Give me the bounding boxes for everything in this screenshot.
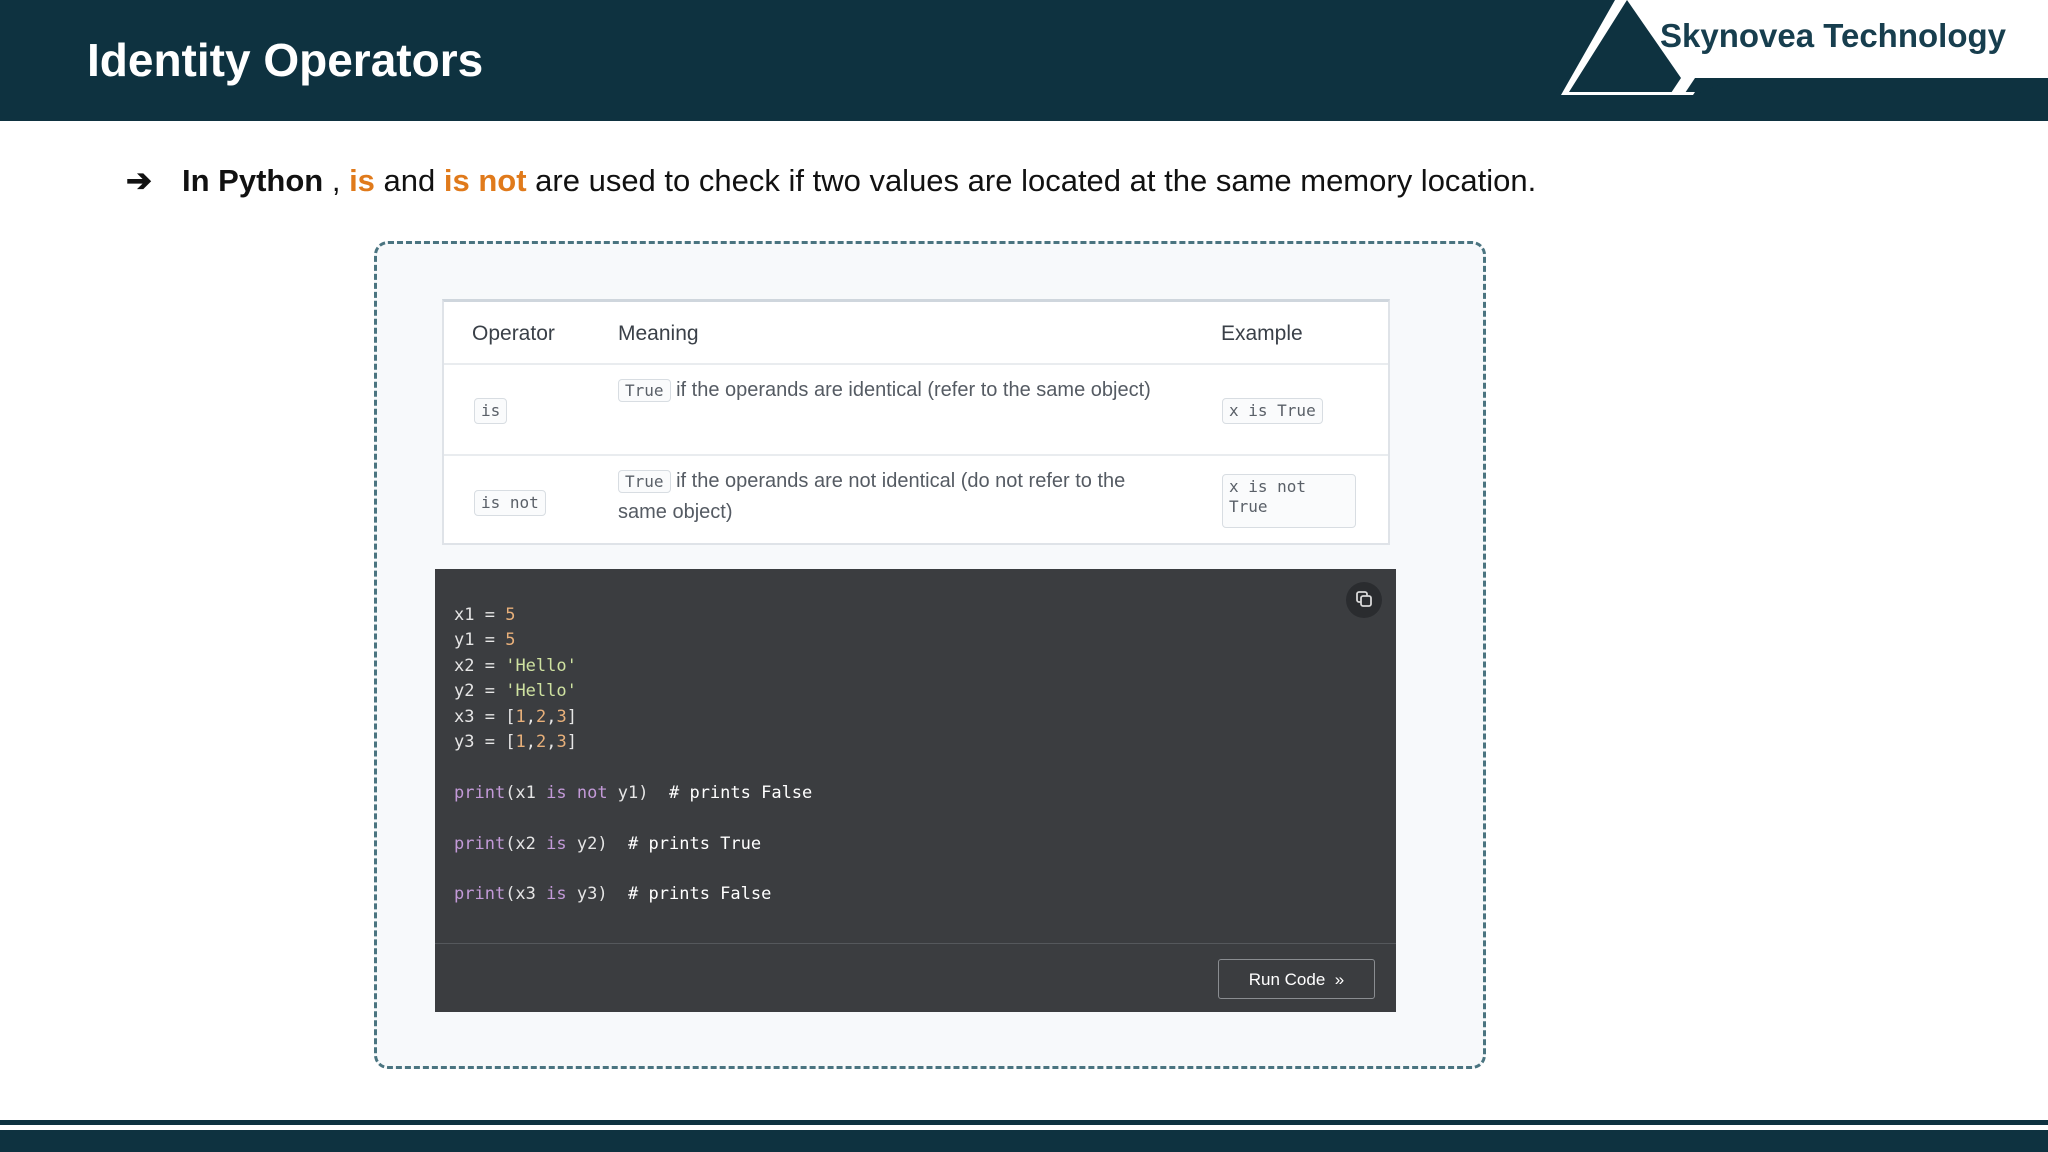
run-code-button[interactable]: Run Code » bbox=[1218, 959, 1375, 999]
code-line: x3 = [1,2,3] bbox=[454, 706, 577, 727]
keyword-is-not: is not bbox=[443, 163, 527, 198]
code-line: y1 = 5 bbox=[454, 630, 516, 651]
example-line: True bbox=[1229, 497, 1268, 516]
example-chip: x is not True bbox=[1222, 474, 1356, 528]
meaning-cell: True if the operands are not identical (… bbox=[618, 466, 1178, 528]
arrow-right-icon: ➔ bbox=[126, 163, 152, 198]
code-line: print(x3 is y3) # prints False bbox=[454, 884, 772, 905]
code-lines: x1 = 5 y1 = 5 x2 = 'Hello' y2 = 'Hello' … bbox=[454, 603, 812, 908]
header-meaning: Meaning bbox=[618, 322, 699, 345]
operator-chip: is bbox=[474, 398, 508, 424]
bullet-rest: are used to check if two values are loca… bbox=[526, 163, 1537, 198]
copy-code-button[interactable] bbox=[1346, 582, 1382, 618]
keyword-is: is bbox=[349, 163, 375, 198]
operator-chip: is not bbox=[474, 490, 546, 516]
intro-bullet: ➔ In Python , is and is not are used to c… bbox=[126, 158, 1536, 204]
meaning-cell: True if the operands are identical (refe… bbox=[618, 375, 1178, 406]
double-chevron-right-icon: » bbox=[1334, 969, 1345, 989]
code-line: y2 = 'Hello' bbox=[454, 681, 577, 702]
meaning-text: if the operands are not identical (do no… bbox=[618, 470, 1126, 523]
bullet-mid: and bbox=[374, 163, 444, 198]
bullet-sep: , bbox=[323, 163, 350, 198]
slide-title: Identity Operators bbox=[87, 34, 484, 86]
row-divider bbox=[444, 363, 1388, 365]
code-line: y3 = [1,2,3] bbox=[454, 732, 577, 753]
copy-icon bbox=[1356, 591, 1372, 607]
code-line: x1 = 5 bbox=[454, 605, 516, 625]
row-divider bbox=[444, 454, 1388, 456]
bullet-lead: In Python bbox=[182, 163, 324, 198]
meaning-text: if the operands are identical (refer to … bbox=[670, 379, 1151, 401]
run-code-label: Run Code bbox=[1248, 969, 1326, 989]
logo-banner-shape bbox=[1555, 0, 2048, 95]
meaning-chip: True bbox=[618, 379, 671, 402]
footer-stripe bbox=[0, 1130, 2048, 1152]
footer-stripe-thin bbox=[0, 1120, 2048, 1125]
example-chip: x is True bbox=[1222, 398, 1323, 424]
header-example: Example bbox=[1221, 322, 1303, 345]
code-line: print(x1 is not y1) # prints False bbox=[454, 782, 813, 803]
operators-table: Operator Meaning Example is True if the … bbox=[442, 299, 1390, 545]
meaning-chip: True bbox=[618, 470, 671, 493]
brand-name: Skynovea Technology bbox=[1660, 17, 2006, 54]
header-operator: Operator bbox=[472, 322, 555, 345]
code-line: print(x2 is y2) # prints True bbox=[454, 833, 762, 854]
example-line: x is not bbox=[1229, 477, 1307, 496]
code-editor[interactable]: x1 = 5 y1 = 5 x2 = 'Hello' y2 = 'Hello' … bbox=[435, 569, 1396, 1012]
code-footer-divider bbox=[435, 943, 1396, 944]
code-line: x2 = 'Hello' bbox=[454, 655, 577, 676]
